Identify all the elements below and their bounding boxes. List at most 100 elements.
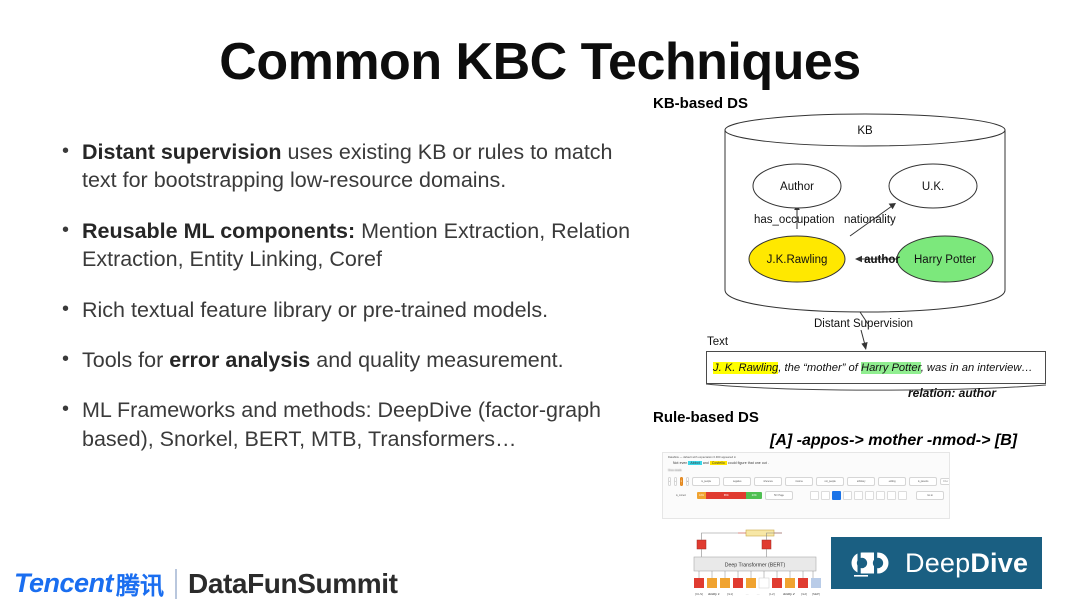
node-harrypotter xyxy=(896,235,994,283)
mini-search-input[interactable]: Filter xyxy=(940,478,949,485)
mini-progress-segment-1: 10% xyxy=(697,492,707,499)
kb-diagram-svg: KB Author U.K. J.K.Rawling Harry Potter … xyxy=(724,113,1006,325)
bert-token-label-2: [/L1] xyxy=(727,592,733,596)
bert-token-label-0: [CLS] xyxy=(695,592,703,596)
sentence-tail: , was in an interview… xyxy=(920,361,1033,374)
mini-tag-inference[interactable]: inference xyxy=(754,477,783,486)
pagination-next-button[interactable] xyxy=(887,491,896,500)
list-item: • ML Frameworks and methods: DeepDive (f… xyxy=(62,396,652,453)
node-jkrawling-label: J.K.Rawling xyxy=(767,254,828,266)
mini-progress-bar: 10% 66% 24% xyxy=(697,492,762,499)
pagination-last-button[interactable] xyxy=(898,491,907,500)
bert-token-8 xyxy=(798,578,808,588)
relation-caption: relation: author xyxy=(908,386,997,400)
bert-token-label-5: [L2] xyxy=(769,592,774,596)
bullet-dot-icon: • xyxy=(62,218,70,241)
mini-stats-bar: is_correct 10% 66% 24% 50 / Page Go to xyxy=(663,486,949,500)
mini-tag-negative[interactable]: negative xyxy=(723,477,752,486)
annotation-tool-screenshot[interactable]: Dataflow — default with expectation 0.90… xyxy=(662,452,950,519)
list-item: • Distant supervision uses existing KB o… xyxy=(62,138,652,195)
mini-sentence-mid: and xyxy=(701,461,710,465)
bert-token-label-3: … xyxy=(745,592,748,596)
bert-token-label-8: [SEP] xyxy=(812,592,820,596)
deepdive-mark-icon xyxy=(851,551,889,577)
bert-diagram-svg: Deep Transformer (BERT) xyxy=(693,529,821,596)
mini-next-button[interactable]: › xyxy=(673,477,677,486)
datafunsummit-logo-text: DataFunSummit xyxy=(188,567,398,599)
node-uk xyxy=(888,163,978,209)
arrowhead-author xyxy=(855,255,862,263)
mini-goto-button[interactable]: Go to xyxy=(916,491,944,500)
mini-add-button[interactable]: + xyxy=(685,477,690,486)
footer-divider xyxy=(175,568,178,599)
mini-header: Dataflow — default with expectation 0.90… xyxy=(668,456,737,459)
list-item: • Rich textual feature library or pre-tr… xyxy=(62,296,652,324)
pagination-page-4[interactable] xyxy=(865,491,874,500)
node-harrypotter-label: Harry Potter xyxy=(914,254,976,266)
bert-token-label-1: Entity 1 xyxy=(708,592,719,596)
mini-prev-button[interactable]: ‹ xyxy=(668,477,671,486)
node-author xyxy=(752,163,842,209)
mini-tag-is-people[interactable]: is_people xyxy=(692,477,721,486)
bert-token-4 xyxy=(746,578,756,588)
bert-encoder-box xyxy=(693,556,817,572)
flow-arrow-icon xyxy=(860,330,868,350)
bullet-rest-1: uses existing KB or rules to match text … xyxy=(82,140,613,193)
bert-token-label-7: [/L2] xyxy=(801,592,807,596)
list-item: • Reusable ML components: Mention Extrac… xyxy=(62,217,652,274)
rule-section-label: Rule-based DS xyxy=(653,409,759,426)
pagination-page-2[interactable] xyxy=(843,491,852,500)
bullet-rest-2: Mention Extraction, Relation Extraction,… xyxy=(82,218,631,272)
mini-show-details-link[interactable]: Show details xyxy=(668,469,682,472)
node-uk-label: U.K. xyxy=(922,181,944,193)
pagination-page-5[interactable] xyxy=(876,491,885,500)
arrowhead-nationality xyxy=(888,203,896,210)
textbox-underline xyxy=(706,383,1046,391)
footer-branding: Tencent 腾讯 DataFunSummit xyxy=(14,566,398,601)
bert-token-1 xyxy=(707,578,717,588)
mini-progress-segment-3: 24% xyxy=(746,492,762,499)
mini-entity-2: Costello xyxy=(709,461,727,465)
edge-label-author: author xyxy=(864,254,900,266)
bert-token-label-6: Entity 2 xyxy=(783,592,794,596)
mini-tag-editing[interactable]: editing xyxy=(878,477,907,486)
bullet-dot-icon: • xyxy=(62,140,70,162)
flow-connector xyxy=(859,311,869,325)
pagination-page-1[interactable] xyxy=(832,491,841,500)
bullet-text: Distant supervision uses existing KB or … xyxy=(82,138,652,195)
pagination-page-3[interactable] xyxy=(854,491,863,500)
bert-token-0 xyxy=(694,578,704,588)
deepdive-word-light: Deep xyxy=(905,547,971,578)
kb-cylinder-label: KB xyxy=(857,125,873,137)
node-author-label: Author xyxy=(780,181,814,193)
mini-tag-is-parents[interactable]: is_parents xyxy=(909,477,938,486)
mini-pagination[interactable] xyxy=(810,491,907,500)
mini-tag-not-people[interactable]: not_people xyxy=(816,477,845,486)
deepdive-logo: DeepDive xyxy=(831,537,1042,589)
bert-token-5 xyxy=(758,577,770,589)
bullet-post-4: and quality measurement. xyxy=(310,347,564,372)
tencent-logo-text: Tencent xyxy=(14,568,114,598)
bert-token-9 xyxy=(811,578,821,588)
mini-tag-arbitrary[interactable]: arbitrary xyxy=(847,477,876,486)
mini-sentence: Not even Abbot and Costello could figure… xyxy=(663,459,949,465)
bullet-pre-4: Tools for xyxy=(82,347,170,372)
bullet-text: ML Frameworks and methods: DeepDive (fac… xyxy=(82,398,601,451)
deepdive-word-bold: Dive xyxy=(970,547,1029,578)
flow-label: Distant Supervision xyxy=(814,318,914,330)
page-title: Common KBC Techniques xyxy=(219,33,861,91)
pagination-first-button[interactable] xyxy=(810,491,819,500)
bullet-text: Rich textual feature library or pre-trai… xyxy=(82,297,549,322)
kb-section-label: KB-based DS xyxy=(653,95,749,112)
text-panel-sentence: J. K. Rawling, the “mother” of Harry Pot… xyxy=(713,361,1033,374)
mini-page-size-select[interactable]: 50 / Page xyxy=(765,491,793,500)
bullet-text: Reusable ML components: Mention Extracti… xyxy=(82,217,652,274)
mini-page-active[interactable]: 1 xyxy=(679,477,683,486)
sentence-mid: , the “mother” of xyxy=(778,361,861,374)
mini-toolbar[interactable]: ‹ › 1 + is_people negative inference inc… xyxy=(663,472,949,486)
text-panel-box: J. K. Rawling, the “mother” of Harry Pot… xyxy=(706,351,1046,384)
entity-span-object: Harry Potter xyxy=(861,361,921,374)
mini-tag-income[interactable]: income xyxy=(785,477,814,486)
pagination-prev-button[interactable] xyxy=(821,491,830,500)
